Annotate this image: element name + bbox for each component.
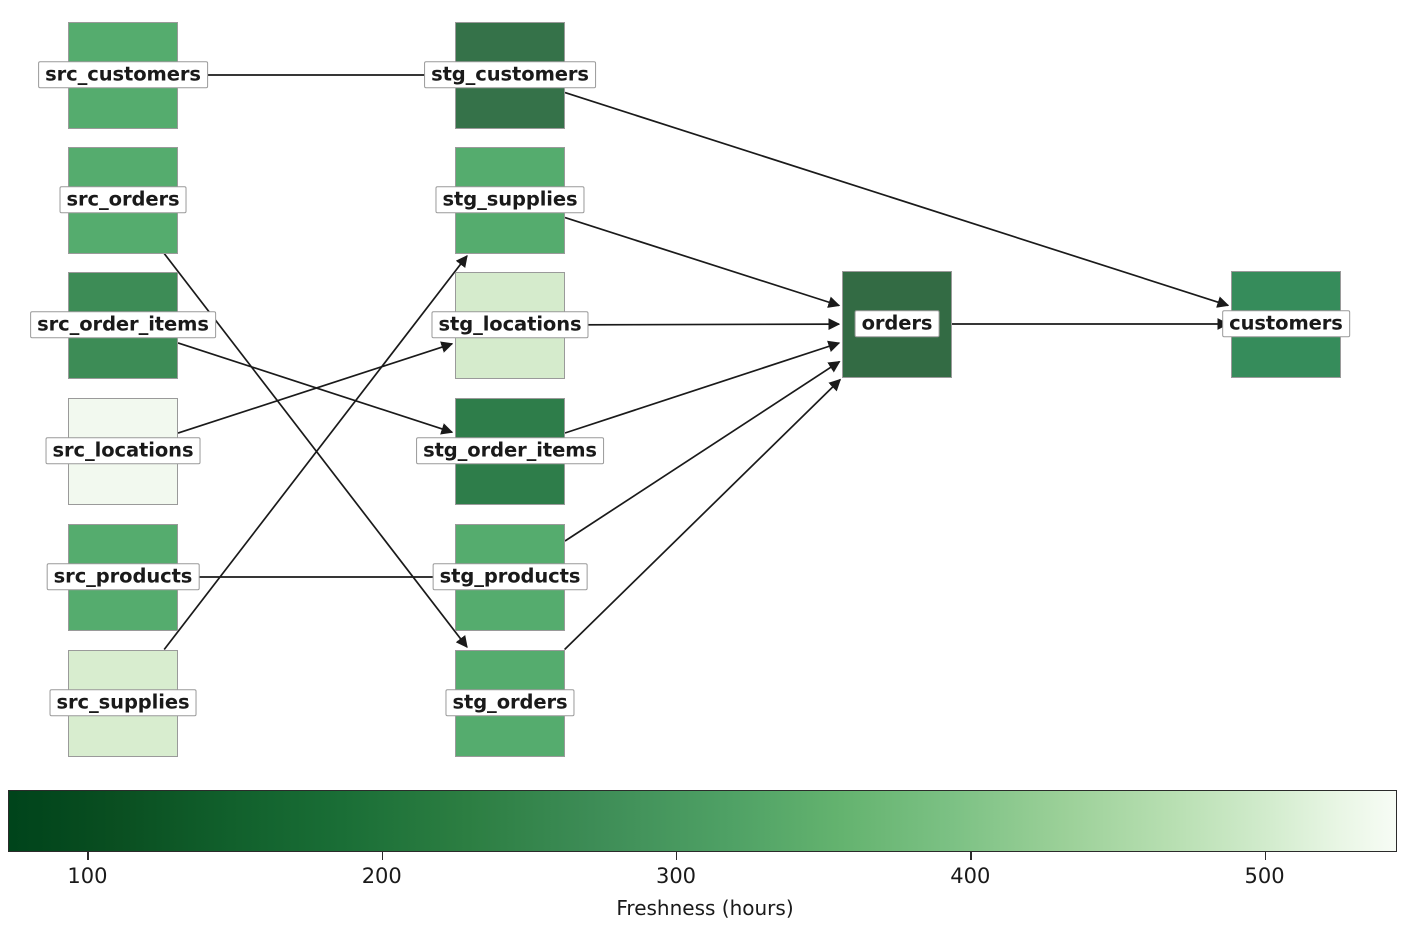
- colorbar-tick-200: [381, 852, 384, 860]
- node-label-orders: orders: [854, 310, 940, 338]
- colorbar-tick-label-500: 500: [1244, 864, 1285, 888]
- node-label-stg_orders: stg_orders: [445, 689, 575, 717]
- node-label-src_products: src_products: [46, 563, 200, 591]
- node-label-src_order_items: src_order_items: [30, 311, 216, 339]
- edge-src_order_items-to-stg_order_items: [177, 342, 454, 435]
- edge-src_locations-to-stg_locations: [177, 341, 454, 434]
- freshness-colorbar: [8, 790, 1397, 852]
- node-label-stg_locations: stg_locations: [431, 311, 589, 339]
- colorbar-tick-label-300: 300: [655, 864, 697, 888]
- node-label-src_supplies: src_supplies: [49, 689, 197, 717]
- edge-stg_products-to-orders: [564, 360, 841, 542]
- node-label-stg_products: stg_products: [432, 563, 588, 591]
- node-label-stg_supplies: stg_supplies: [435, 186, 585, 214]
- colorbar-tick-500: [1264, 852, 1266, 860]
- colorbar-tick-label-200: 200: [361, 864, 402, 888]
- node-label-stg_order_items: stg_order_items: [416, 437, 604, 465]
- edge-stg_order_items-to-orders: [564, 340, 841, 434]
- node-label-src_customers: src_customers: [38, 61, 208, 89]
- node-label-src_locations: src_locations: [45, 437, 201, 465]
- colorbar-tick-label-100: 100: [67, 864, 108, 888]
- node-label-stg_customers: stg_customers: [424, 61, 596, 89]
- edge-stg_supplies-to-orders: [564, 216, 841, 308]
- colorbar-title: Freshness (hours): [616, 896, 794, 920]
- colorbar-tick-400: [970, 852, 972, 860]
- edge-stg_orders-to-orders: [564, 378, 842, 651]
- colorbar-tick-100: [87, 852, 89, 860]
- colorbar-tick-300: [676, 852, 678, 860]
- node-label-customers: customers: [1222, 310, 1350, 338]
- node-label-src_orders: src_orders: [59, 186, 187, 214]
- colorbar-tick-label-400: 400: [950, 864, 991, 888]
- edge-stg_locations-to-orders: [564, 318, 841, 331]
